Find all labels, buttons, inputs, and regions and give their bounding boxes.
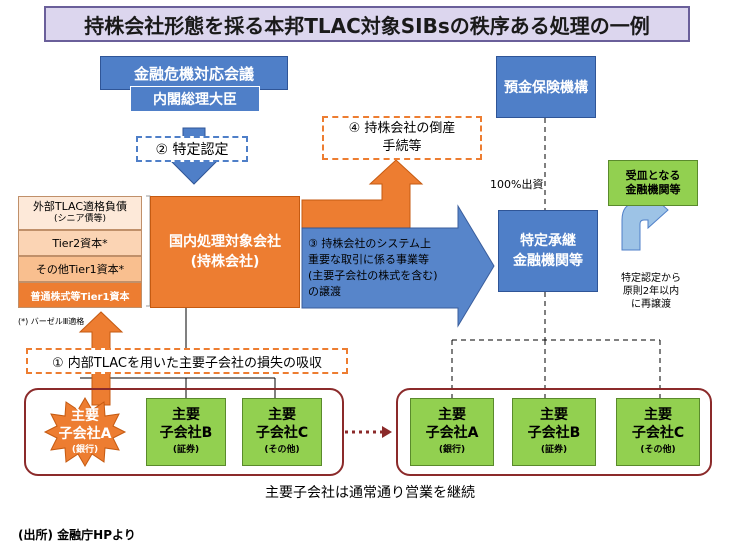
step4-label: ④ 持株会社の倒産 手続等 bbox=[322, 116, 482, 160]
external-tlac-label: 外部TLAC適格負債 bbox=[32, 200, 128, 213]
council-box: 金融危機対応会議 bbox=[100, 56, 288, 90]
transfer-arrow bbox=[301, 204, 495, 328]
bridge-institution-box: 特定承継 金融機関等 bbox=[498, 210, 598, 292]
left-sub-b: 主要 子会社B (証券) bbox=[146, 398, 226, 466]
left-sub-c: 主要 子会社C (その他) bbox=[242, 398, 322, 466]
receiver-line1: 受皿となる bbox=[625, 169, 681, 182]
right-sub-b: 主要 子会社B (証券) bbox=[512, 398, 596, 466]
bridge-line2: 金融機関等 bbox=[513, 253, 583, 269]
left-sub-c-l3: (その他) bbox=[264, 445, 300, 455]
left-subsidiary-group bbox=[24, 388, 344, 476]
step3-label: ③ 持株会社のシステム上 重要な取引に係る事業等 (主要子会社の株式を含む) の… bbox=[308, 236, 468, 300]
right-sub-b-l1: 主要 bbox=[540, 407, 568, 423]
external-tlac-sub: (シニア債等) bbox=[53, 214, 107, 224]
right-sub-c: 主要 子会社C (その他) bbox=[616, 398, 700, 466]
right-sub-a-l1: 主要 bbox=[438, 407, 466, 423]
receiver-box: 受皿となる 金融機関等 bbox=[608, 160, 698, 206]
right-sub-c-l2: 子会社C bbox=[631, 425, 685, 441]
holding-company-box: 国内処理対象会社 (持株会社) bbox=[150, 196, 300, 308]
retransfer-line3: に再譲渡 bbox=[631, 299, 671, 310]
left-sub-a-l1: 主要 bbox=[71, 407, 99, 424]
step4-line1: ④ 持株会社の倒産 bbox=[348, 121, 456, 136]
step3-line3: (主要子会社の株式を含む) bbox=[308, 269, 438, 282]
receiver-line2: 金融機関等 bbox=[625, 183, 681, 196]
bridge-line1: 特定承継 bbox=[520, 233, 576, 249]
right-sub-c-l3: (その他) bbox=[640, 445, 676, 455]
right-sub-a: 主要 子会社A (銀行) bbox=[410, 398, 494, 466]
holding-line1: 国内処理対象会社 bbox=[169, 234, 281, 250]
step2-label: ② 特定認定 bbox=[136, 136, 248, 162]
right-sub-a-l2: 子会社A bbox=[425, 425, 479, 441]
footnote: (*) バーゼルⅢ適格 bbox=[18, 317, 85, 326]
tier2-layer: Tier2資本* bbox=[18, 230, 142, 256]
step3-line4: の譲渡 bbox=[308, 285, 341, 298]
right-sub-b-l3: (証券) bbox=[540, 445, 568, 455]
right-sub-a-l3: (銀行) bbox=[438, 445, 466, 455]
left-sub-a-l2: 子会社A bbox=[58, 425, 112, 442]
left-sub-b-l2: 子会社B bbox=[159, 425, 213, 441]
left-sub-c-l1: 主要 bbox=[268, 407, 296, 423]
step4-line2: 手続等 bbox=[382, 139, 422, 154]
retransfer-arrow bbox=[621, 190, 669, 251]
step3-line1: ③ 持株会社のシステム上 bbox=[308, 237, 432, 250]
at1-layer: その他Tier1資本* bbox=[18, 256, 142, 282]
external-tlac-layer: 外部TLAC適格負債 (シニア債等) bbox=[18, 196, 142, 230]
bankruptcy-arrow bbox=[301, 159, 424, 229]
page-title: 持株会社形態を採る本邦TLAC対象SIBsの秩序ある処理の一例 bbox=[44, 6, 690, 42]
left-sub-b-l3: (証券) bbox=[172, 445, 200, 455]
continue-note: 主要子会社は通常通り営業を継続 bbox=[265, 485, 475, 501]
cet1-layer: 普通株式等Tier1資本 bbox=[18, 282, 142, 308]
retransfer-line2: 原則2年以内 bbox=[622, 286, 680, 297]
left-sub-c-l2: 子会社C bbox=[255, 425, 309, 441]
group-link-arrowhead bbox=[382, 426, 392, 438]
right-subsidiary-group bbox=[396, 388, 712, 476]
starburst-shape bbox=[43, 397, 127, 467]
capital-label: 100%出資 bbox=[490, 178, 544, 191]
holding-line2: (持株会社) bbox=[190, 254, 260, 270]
step3-line2: 重要な取引に係る事業等 bbox=[308, 253, 429, 266]
source-note: (出所) 金融庁HPより bbox=[18, 528, 136, 542]
right-sub-b-l2: 子会社B bbox=[527, 425, 581, 441]
right-sub-c-l1: 主要 bbox=[644, 407, 672, 423]
left-sub-b-l1: 主要 bbox=[172, 407, 200, 423]
retransfer-note: 特定認定から 原則2年以内 に再譲渡 bbox=[606, 272, 696, 311]
left-sub-a: 主要 子会社A (銀行) bbox=[46, 404, 124, 460]
deposit-insurance-box: 預金保険機構 bbox=[496, 56, 596, 118]
prime-minister-box: 内閣総理大臣 bbox=[130, 86, 260, 112]
retransfer-line1: 特定認定から bbox=[621, 273, 681, 284]
left-sub-a-l3: (銀行) bbox=[71, 444, 99, 455]
step1-label: ① 内部TLACを用いた主要子会社の損失の吸収 bbox=[26, 348, 348, 374]
